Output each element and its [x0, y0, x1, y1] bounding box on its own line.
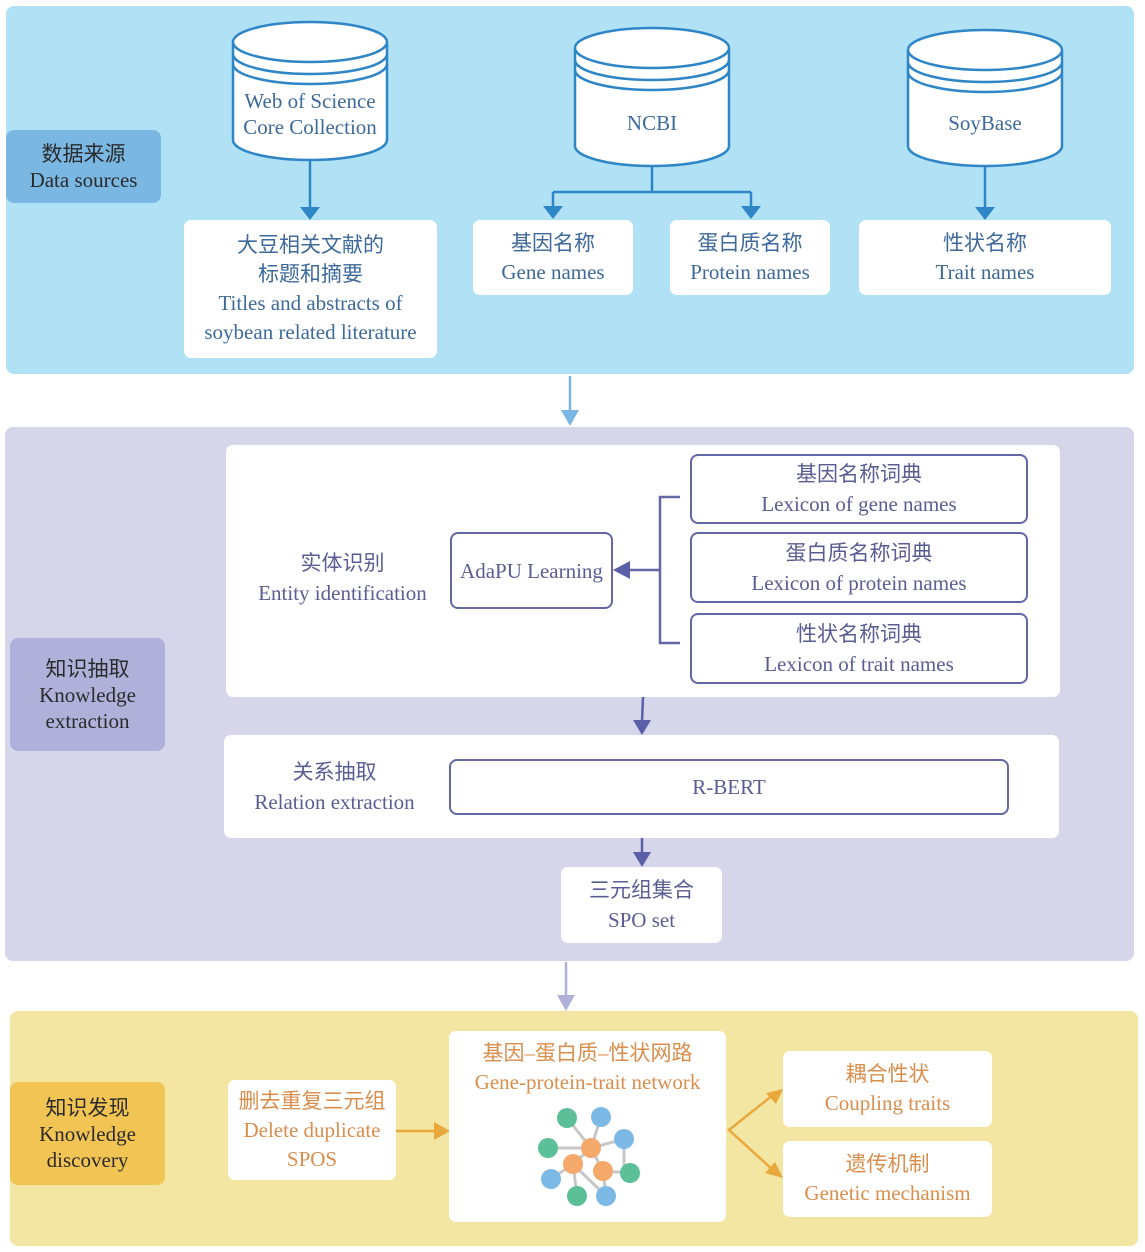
genetic-mechanism-card: 遗传机制 Genetic mechanism [783, 1141, 992, 1217]
lexicon-gene-box: 基因名称词典 Lexicon of gene names [690, 454, 1028, 524]
data-sources-tag-en: Data sources [29, 167, 138, 192]
lexicon-trait-box: 性状名称词典 Lexicon of trait names [690, 613, 1028, 684]
relation-zh: 关系抽取 [292, 760, 377, 784]
wos-label: Web of Science Core Collection [233, 86, 387, 142]
network-zh: 基因–蛋白质–性状网路 [482, 1041, 693, 1065]
coupling-traits-zh: 耦合性状 [845, 1062, 930, 1086]
entity-identification-label: 实体识别 Entity identification [240, 548, 445, 608]
dedupe-en1: Delete duplicate [243, 1117, 381, 1142]
spo-en: SPO set [607, 908, 676, 932]
dedupe-en2: SPOS [286, 1146, 338, 1171]
data-sources-tag: 数据来源 Data sources [6, 130, 161, 203]
ncbi-label-text: NCBI [626, 111, 678, 135]
soybase-label: SoyBase [908, 108, 1062, 138]
genetic-mechanism-en: Genetic mechanism [804, 1181, 971, 1205]
lexicon-protein-zh: 蛋白质名称词典 [785, 540, 933, 565]
discovery-tag-en2: discovery [46, 1147, 129, 1172]
lexicon-protein-box: 蛋白质名称词典 Lexicon of protein names [690, 532, 1028, 603]
r-bert-label: R-BERT [692, 775, 766, 799]
spo-zh: 三元组集合 [589, 878, 694, 902]
relation-en: Relation extraction [254, 790, 415, 814]
genetic-mechanism-zh: 遗传机制 [845, 1152, 930, 1176]
literature-en-line1: Titles and abstracts of [218, 291, 403, 315]
lexicon-protein-en: Lexicon of protein names [751, 570, 967, 595]
coupling-traits-card: 耦合性状 Coupling traits [783, 1051, 992, 1127]
soybase-label-text: SoyBase [948, 111, 1022, 135]
knowledge-extraction-tag: 知识抽取 Knowledge extraction [10, 638, 165, 751]
literature-zh-line2: 标题和摘要 [258, 262, 363, 286]
entity-zh: 实体识别 [300, 551, 385, 575]
trait-names-zh: 性状名称 [943, 230, 1027, 255]
literature-zh-line1: 大豆相关文献的 [237, 233, 384, 257]
wos-label-line1: Web of Science [244, 89, 376, 113]
arrow-sources-to-extraction [561, 376, 579, 426]
data-sources-tag-zh: 数据来源 [41, 141, 126, 166]
ncbi-label: NCBI [575, 108, 729, 138]
lexicon-gene-zh: 基因名称词典 [796, 462, 922, 486]
discovery-tag-zh: 知识发现 [45, 1095, 130, 1120]
gene-names-en: Gene names [501, 259, 605, 284]
trait-names-card: 性状名称 Trait names [859, 220, 1111, 295]
trait-names-en: Trait names [935, 259, 1035, 284]
coupling-traits-en: Coupling traits [824, 1091, 951, 1115]
lexicon-trait-zh: 性状名称词典 [796, 621, 922, 646]
network-card: 基因–蛋白质–性状网路 Gene-protein-trait network [449, 1031, 726, 1222]
relation-extraction-label: 关系抽取 Relation extraction [232, 757, 437, 817]
adapu-learning-label: AdaPU Learning [460, 558, 603, 583]
lexicon-trait-en: Lexicon of trait names [764, 651, 954, 676]
literature-card: 大豆相关文献的 标题和摘要 Titles and abstracts of so… [184, 220, 437, 358]
protein-names-zh: 蛋白质名称 [697, 230, 803, 255]
entity-en: Entity identification [258, 581, 427, 605]
data-sources-panel [6, 6, 1134, 374]
extraction-tag-en1: Knowledge [39, 682, 136, 707]
extraction-tag-zh: 知识抽取 [45, 656, 130, 681]
wos-label-line2: Core Collection [243, 115, 377, 139]
network-en: Gene-protein-trait network [474, 1070, 701, 1094]
knowledge-discovery-tag: 知识发现 Knowledge discovery [10, 1082, 165, 1185]
adapu-learning-box: AdaPU Learning [450, 532, 613, 609]
gene-names-card: 基因名称 Gene names [473, 220, 633, 295]
extraction-tag-en2: extraction [45, 708, 130, 733]
literature-en-line2: soybean related literature [204, 320, 417, 344]
discovery-tag-en1: Knowledge [39, 1121, 136, 1146]
lexicon-gene-en: Lexicon of gene names [761, 492, 957, 516]
protein-names-card: 蛋白质名称 Protein names [670, 220, 830, 295]
delete-duplicate-card: 删去重复三元组 Delete duplicate SPOS [228, 1080, 396, 1180]
arrow-extraction-to-discovery [557, 962, 575, 1011]
gene-names-zh: 基因名称 [511, 230, 595, 255]
spo-set-card: 三元组集合 SPO set [561, 867, 722, 943]
dedupe-zh: 删去重复三元组 [238, 1088, 386, 1113]
protein-names-en: Protein names [690, 259, 810, 284]
r-bert-box: R-BERT [449, 759, 1009, 815]
